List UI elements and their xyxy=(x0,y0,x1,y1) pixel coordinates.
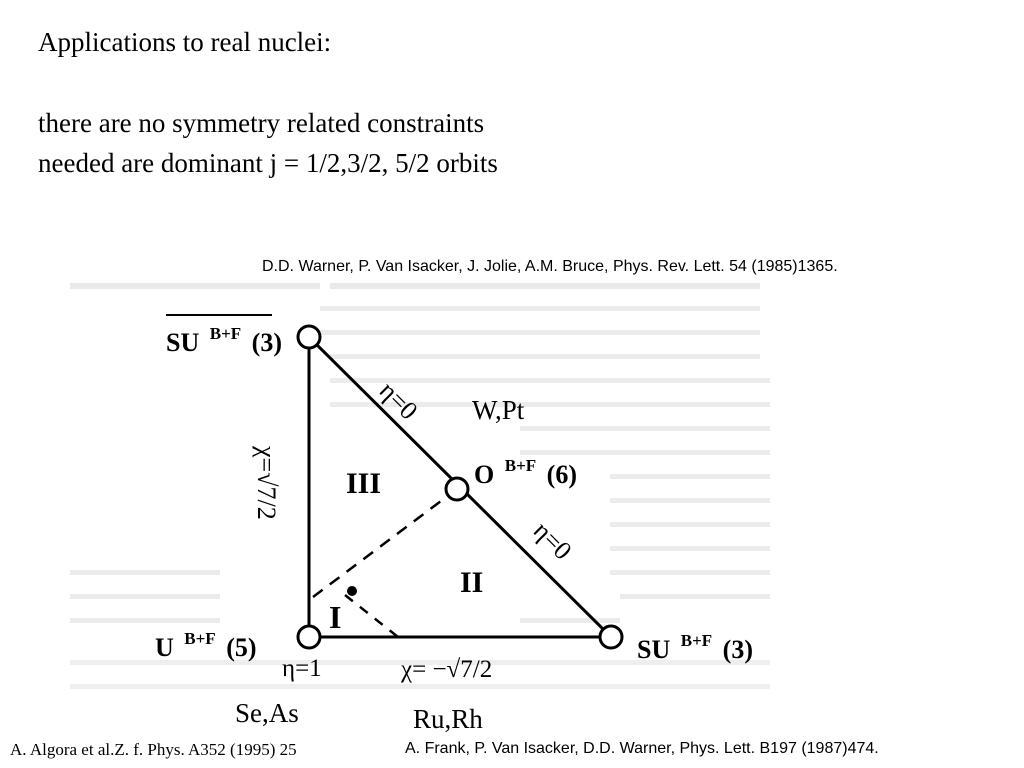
vertex-su3bar-name: SU xyxy=(166,328,199,357)
label-chi-bottom: χ= −√7/2 xyxy=(400,656,492,683)
vertex-o6-sup: B+F xyxy=(505,456,536,475)
nuclei-label-ru-rh: Ru,Rh xyxy=(413,704,483,734)
vertex-su3bar-group: (3) xyxy=(252,328,282,357)
label-eta1: η=1 xyxy=(282,655,322,682)
vertex-su3-name: SU xyxy=(637,635,670,664)
slide-title: Applications to real nuclei: xyxy=(38,27,332,57)
vertex-su3bar-sup: B+F xyxy=(210,324,241,343)
vertex-circle-o6 xyxy=(444,476,470,502)
label-eta0-lower: η=0 xyxy=(528,516,578,566)
vertex-circle-su3bar xyxy=(296,324,322,350)
label-chi-left: χ=√7/2 xyxy=(252,445,281,520)
body-line-1: there are no symmetry related constraint… xyxy=(38,108,485,138)
reference-warner: D.D. Warner, P. Van Isacker, J. Jolie, A… xyxy=(262,258,838,275)
region-label-1: I xyxy=(329,599,341,635)
reference-frank: A. Frank, P. Van Isacker, D.D. Warner, P… xyxy=(405,740,879,757)
region-label-3: III xyxy=(346,467,381,500)
label-chi-bottom-prefix: χ= − xyxy=(400,656,447,683)
body-line-2: needed are dominant j = 1/2,3/2, 5/2 orb… xyxy=(38,148,498,178)
vertex-circle-u5 xyxy=(296,624,322,650)
vertex-circle-su3 xyxy=(598,624,624,650)
label-chi-bottom-value: √7/2 xyxy=(447,656,493,683)
vertex-label-o6: O B+F (6) xyxy=(474,448,577,489)
vertex-su3-group: (3) xyxy=(723,635,753,664)
interior-point xyxy=(347,586,357,596)
dashed-line xyxy=(308,488,458,601)
nuclei-label-w-pt: W,Pt xyxy=(472,395,525,425)
background-scan-texture xyxy=(70,283,770,689)
vertex-u5-group: (5) xyxy=(226,633,256,662)
label-eta0-upper: η=0 xyxy=(374,376,424,426)
dashed-line-interior xyxy=(344,594,399,638)
region-label-2: II xyxy=(460,566,483,599)
reference-algora: A. Algora et al.Z. f. Phys. A352 (1995) … xyxy=(10,740,297,759)
vertex-o6-group: (6) xyxy=(547,460,577,489)
label-chi-left-prefix: χ= xyxy=(252,445,281,472)
vertex-label-u5: U B+F (5) xyxy=(155,621,257,662)
vertex-o6-name: O xyxy=(474,460,494,489)
vertex-label-su3: SU B+F (3) xyxy=(637,623,753,664)
vertex-u5-sup: B+F xyxy=(184,629,215,648)
nuclei-label-se-as: Se,As xyxy=(235,698,299,728)
label-chi-left-value: √7/2 xyxy=(252,472,281,520)
vertex-label-su3bar: SU B+F (3) xyxy=(166,316,282,357)
vertex-u5-name: U xyxy=(155,633,174,662)
vertex-su3-sup: B+F xyxy=(681,631,712,650)
